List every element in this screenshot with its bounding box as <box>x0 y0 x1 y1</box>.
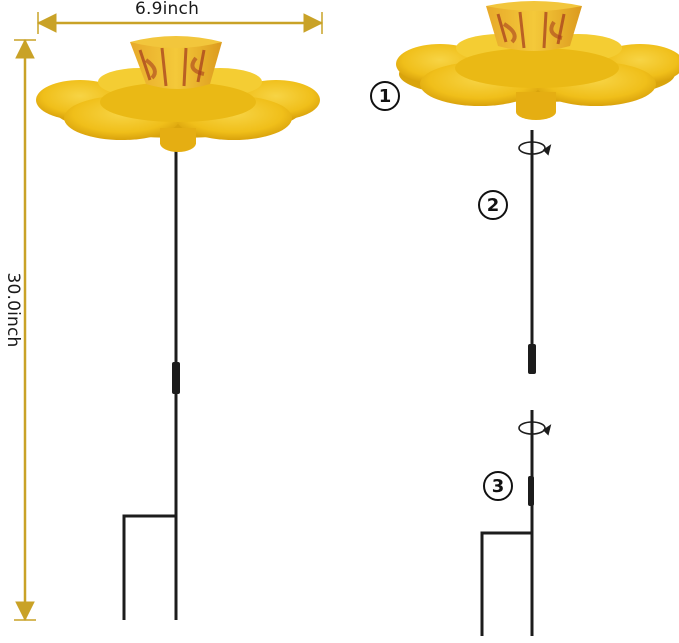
height-dimension-label: 30.0inch <box>3 272 23 348</box>
assembled-feeder <box>36 36 320 620</box>
flower-cup <box>130 36 222 89</box>
width-dimension-label: 6.9inch <box>135 0 200 19</box>
width-dimension-arrow <box>36 12 324 34</box>
step-3-badge: 3 <box>483 471 513 501</box>
flower-dish <box>36 68 320 152</box>
rotate-icon <box>518 141 552 156</box>
part-2-upper-rod <box>528 130 536 374</box>
part-1-dish <box>396 1 679 120</box>
part-3-lower-stake <box>480 410 534 636</box>
rotate-icon <box>518 421 552 436</box>
height-dimension-arrow <box>14 38 36 622</box>
step-1-badge: 1 <box>370 81 400 111</box>
step-2-badge: 2 <box>478 190 508 220</box>
